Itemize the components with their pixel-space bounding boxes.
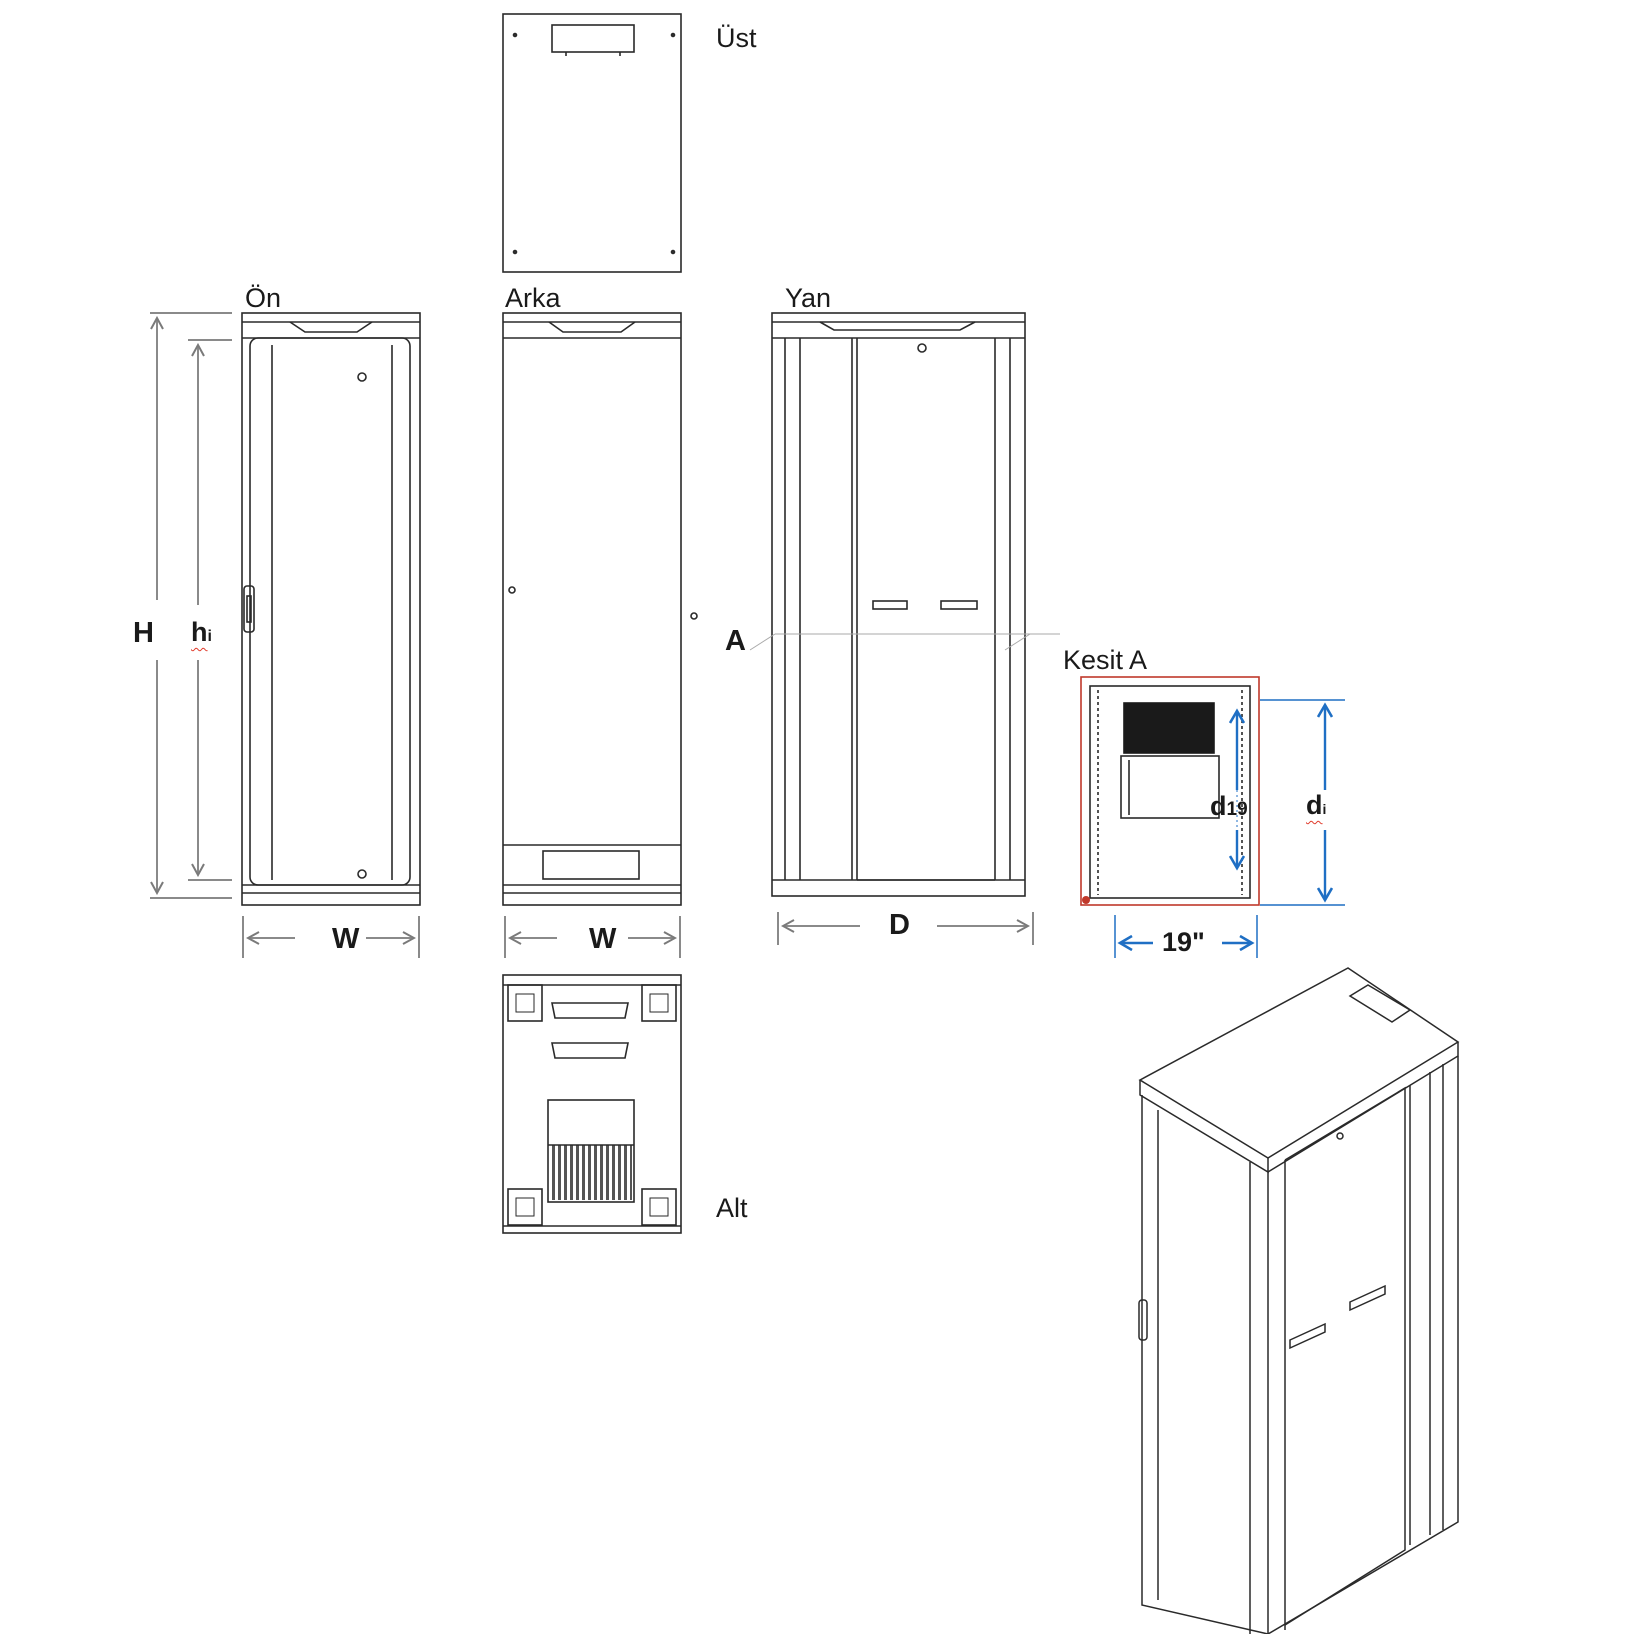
side-view-label: Yan (785, 283, 832, 313)
rack-depth-label: d19 (1210, 793, 1248, 820)
section-view-label: Kesit A (1063, 645, 1148, 675)
inner-depth-sub: i (1322, 801, 1327, 817)
section-marker-label: A (725, 625, 746, 657)
bottom-view (502, 974, 682, 1234)
width-rear-label: W (589, 923, 617, 955)
section-dimension-lines (1114, 699, 1345, 958)
inner-height-label: hi (191, 619, 212, 646)
rear-view (502, 312, 698, 906)
front-view-label: Ön (245, 283, 282, 313)
dimension-lines (150, 312, 1034, 958)
section-a-view (1080, 676, 1260, 906)
inner-height-sub: i (207, 628, 212, 645)
front-view (241, 312, 421, 906)
isometric-cabinet (1138, 967, 1460, 1634)
height-label: H (133, 617, 154, 649)
inner-depth-main: d (1306, 790, 1323, 820)
inner-height-main: h (191, 617, 208, 647)
bottom-view-label: Alt (716, 1193, 748, 1223)
depth-label: D (889, 909, 910, 941)
rack-depth-main: d (1210, 791, 1227, 821)
rack-width-label: 19" (1162, 927, 1205, 957)
inner-depth-label: di (1306, 792, 1326, 819)
rack-depth-sub: 19 (1226, 799, 1248, 820)
top-view-label: Üst (716, 23, 757, 53)
side-view (749, 312, 1060, 897)
rear-view-label: Arka (505, 283, 561, 313)
width-front-label: W (332, 923, 360, 955)
top-view (502, 13, 682, 273)
